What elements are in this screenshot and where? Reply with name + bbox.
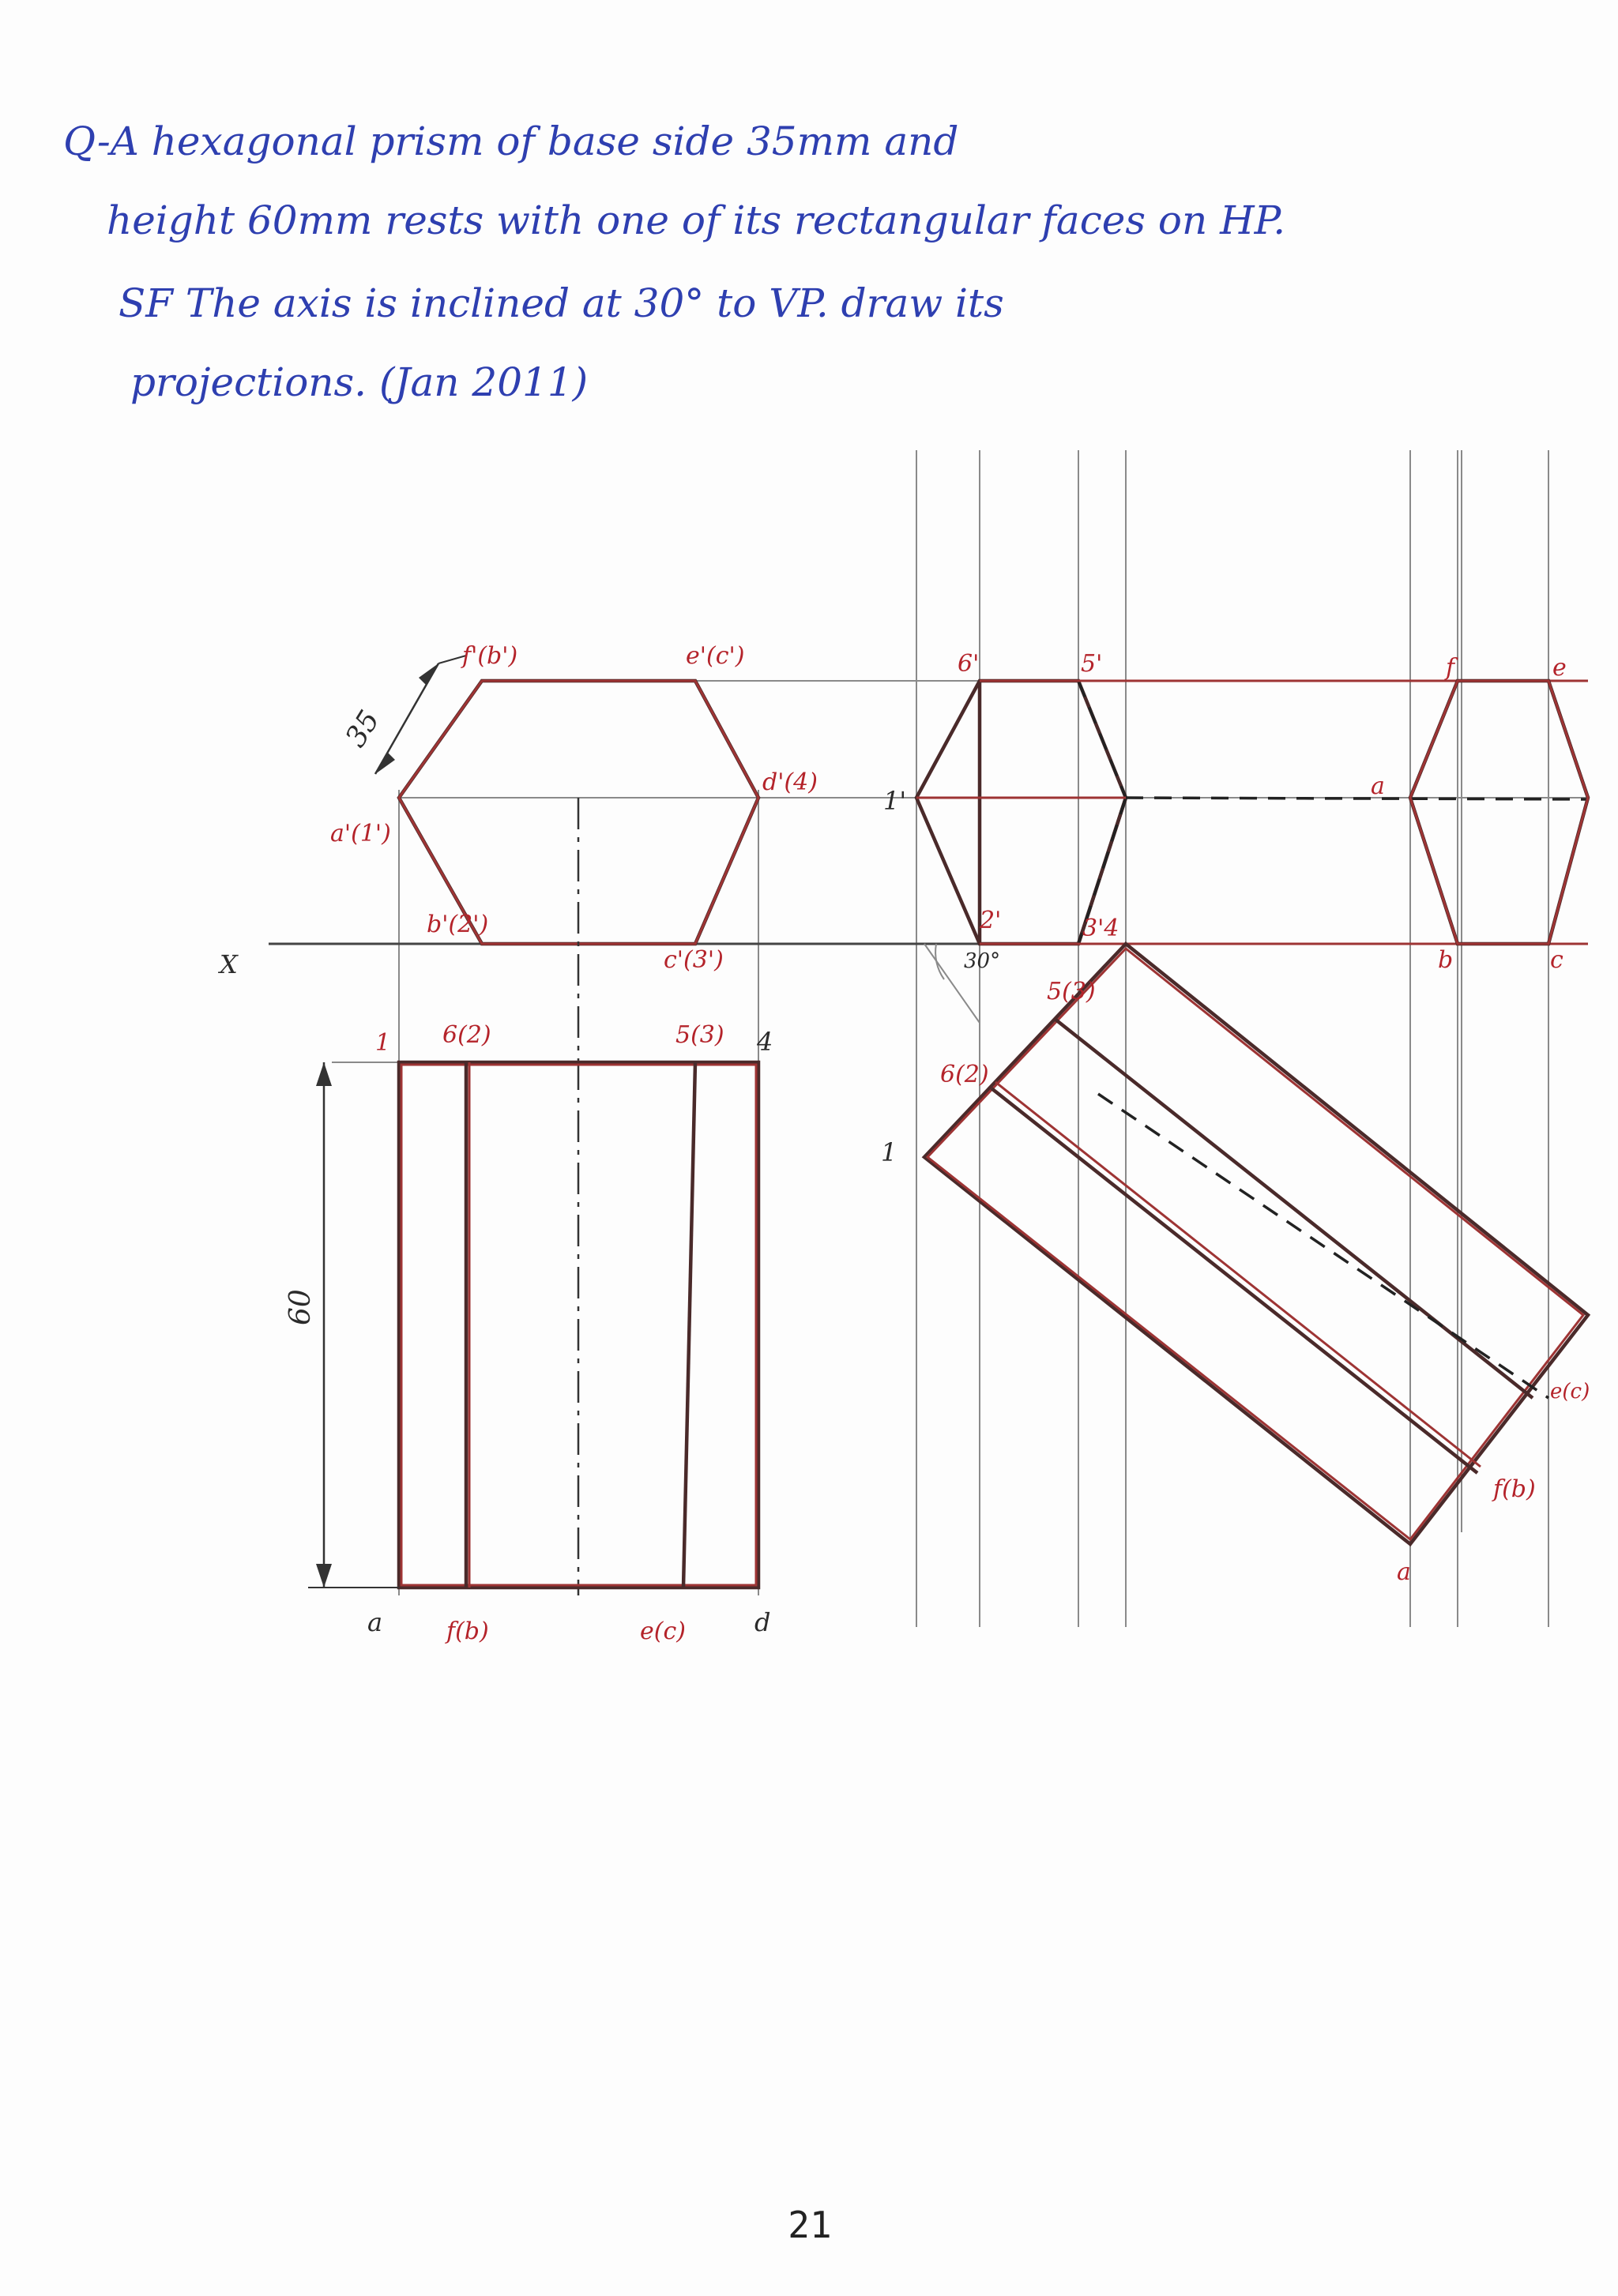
label-x: X (217, 949, 239, 979)
label-e1: e'(c') (686, 642, 744, 670)
label-top-a: a (367, 1607, 382, 1637)
angle-reference (924, 943, 980, 1024)
middle-hexagon (914, 678, 1128, 946)
inclined-hidden (1097, 1092, 1549, 1400)
dimension-60 (308, 1062, 399, 1588)
label-final-a: a (1371, 772, 1385, 800)
final-front-hexagon (1408, 678, 1590, 946)
label-mid-5: 5' (1081, 650, 1102, 678)
label-a1: a'(1') (330, 820, 391, 847)
label-top-1: 1 (375, 1029, 390, 1057)
inclined-top-view (921, 941, 1591, 1547)
label-top-ec: e(c) (640, 1618, 686, 1645)
label-final-c: c (1550, 946, 1563, 974)
label-mid-2: 2' (979, 907, 1001, 934)
label-mid-6: 6' (958, 650, 979, 678)
label-top-fb: f(b) (445, 1618, 489, 1645)
label-incl-6-2: 6(2) (940, 1061, 989, 1088)
hidden-edge-right (1125, 796, 1589, 801)
label-final-fb: f(b) (1492, 1475, 1536, 1503)
label-top-6-2: 6(2) (442, 1021, 491, 1049)
problem-line-1: Q-A hexagonal prism of base side 35mm an… (63, 118, 959, 164)
label-final-e: e (1552, 654, 1567, 682)
label-final-ec: e(c) (1550, 1380, 1590, 1404)
label-final-a2: a (1397, 1558, 1411, 1586)
problem-line-3: SF The axis is inclined at 30° to VP. dr… (119, 280, 1004, 326)
label-top-4: 4 (756, 1027, 773, 1057)
label-incl-1: 1 (881, 1137, 897, 1167)
front-view-hexagon (397, 678, 761, 946)
label-f1: f'(b') (461, 642, 517, 670)
dimension-35 (374, 655, 467, 775)
horizontal-projectors (332, 680, 1588, 1063)
label-mid-34: 3'4 (1082, 915, 1119, 942)
top-view-rectangle (397, 1060, 761, 1590)
label-incl-5-3: 5(3) (1047, 978, 1096, 1005)
label-c1: c'(3') (664, 946, 724, 974)
label-d1: d'(4) (762, 768, 818, 796)
projector-lines (398, 450, 1549, 1627)
label-final-b: b (1438, 946, 1453, 974)
problem-line-2: height 60mm rests with one of its rectan… (107, 197, 1286, 243)
label-top-5-3: 5(3) (675, 1021, 724, 1049)
label-dim-60: 60 (284, 1289, 317, 1325)
page-number: 21 (788, 2204, 832, 2246)
problem-line-4: projections. (Jan 2011) (130, 359, 589, 405)
label-top-d: d (754, 1607, 770, 1637)
label-dim-35: 35 (340, 705, 386, 753)
label-angle-30: 30° (964, 949, 1000, 973)
label-mid-1: 1' (883, 786, 906, 816)
label-final-f: f (1444, 654, 1458, 682)
label-b1: b'(2') (427, 911, 488, 938)
